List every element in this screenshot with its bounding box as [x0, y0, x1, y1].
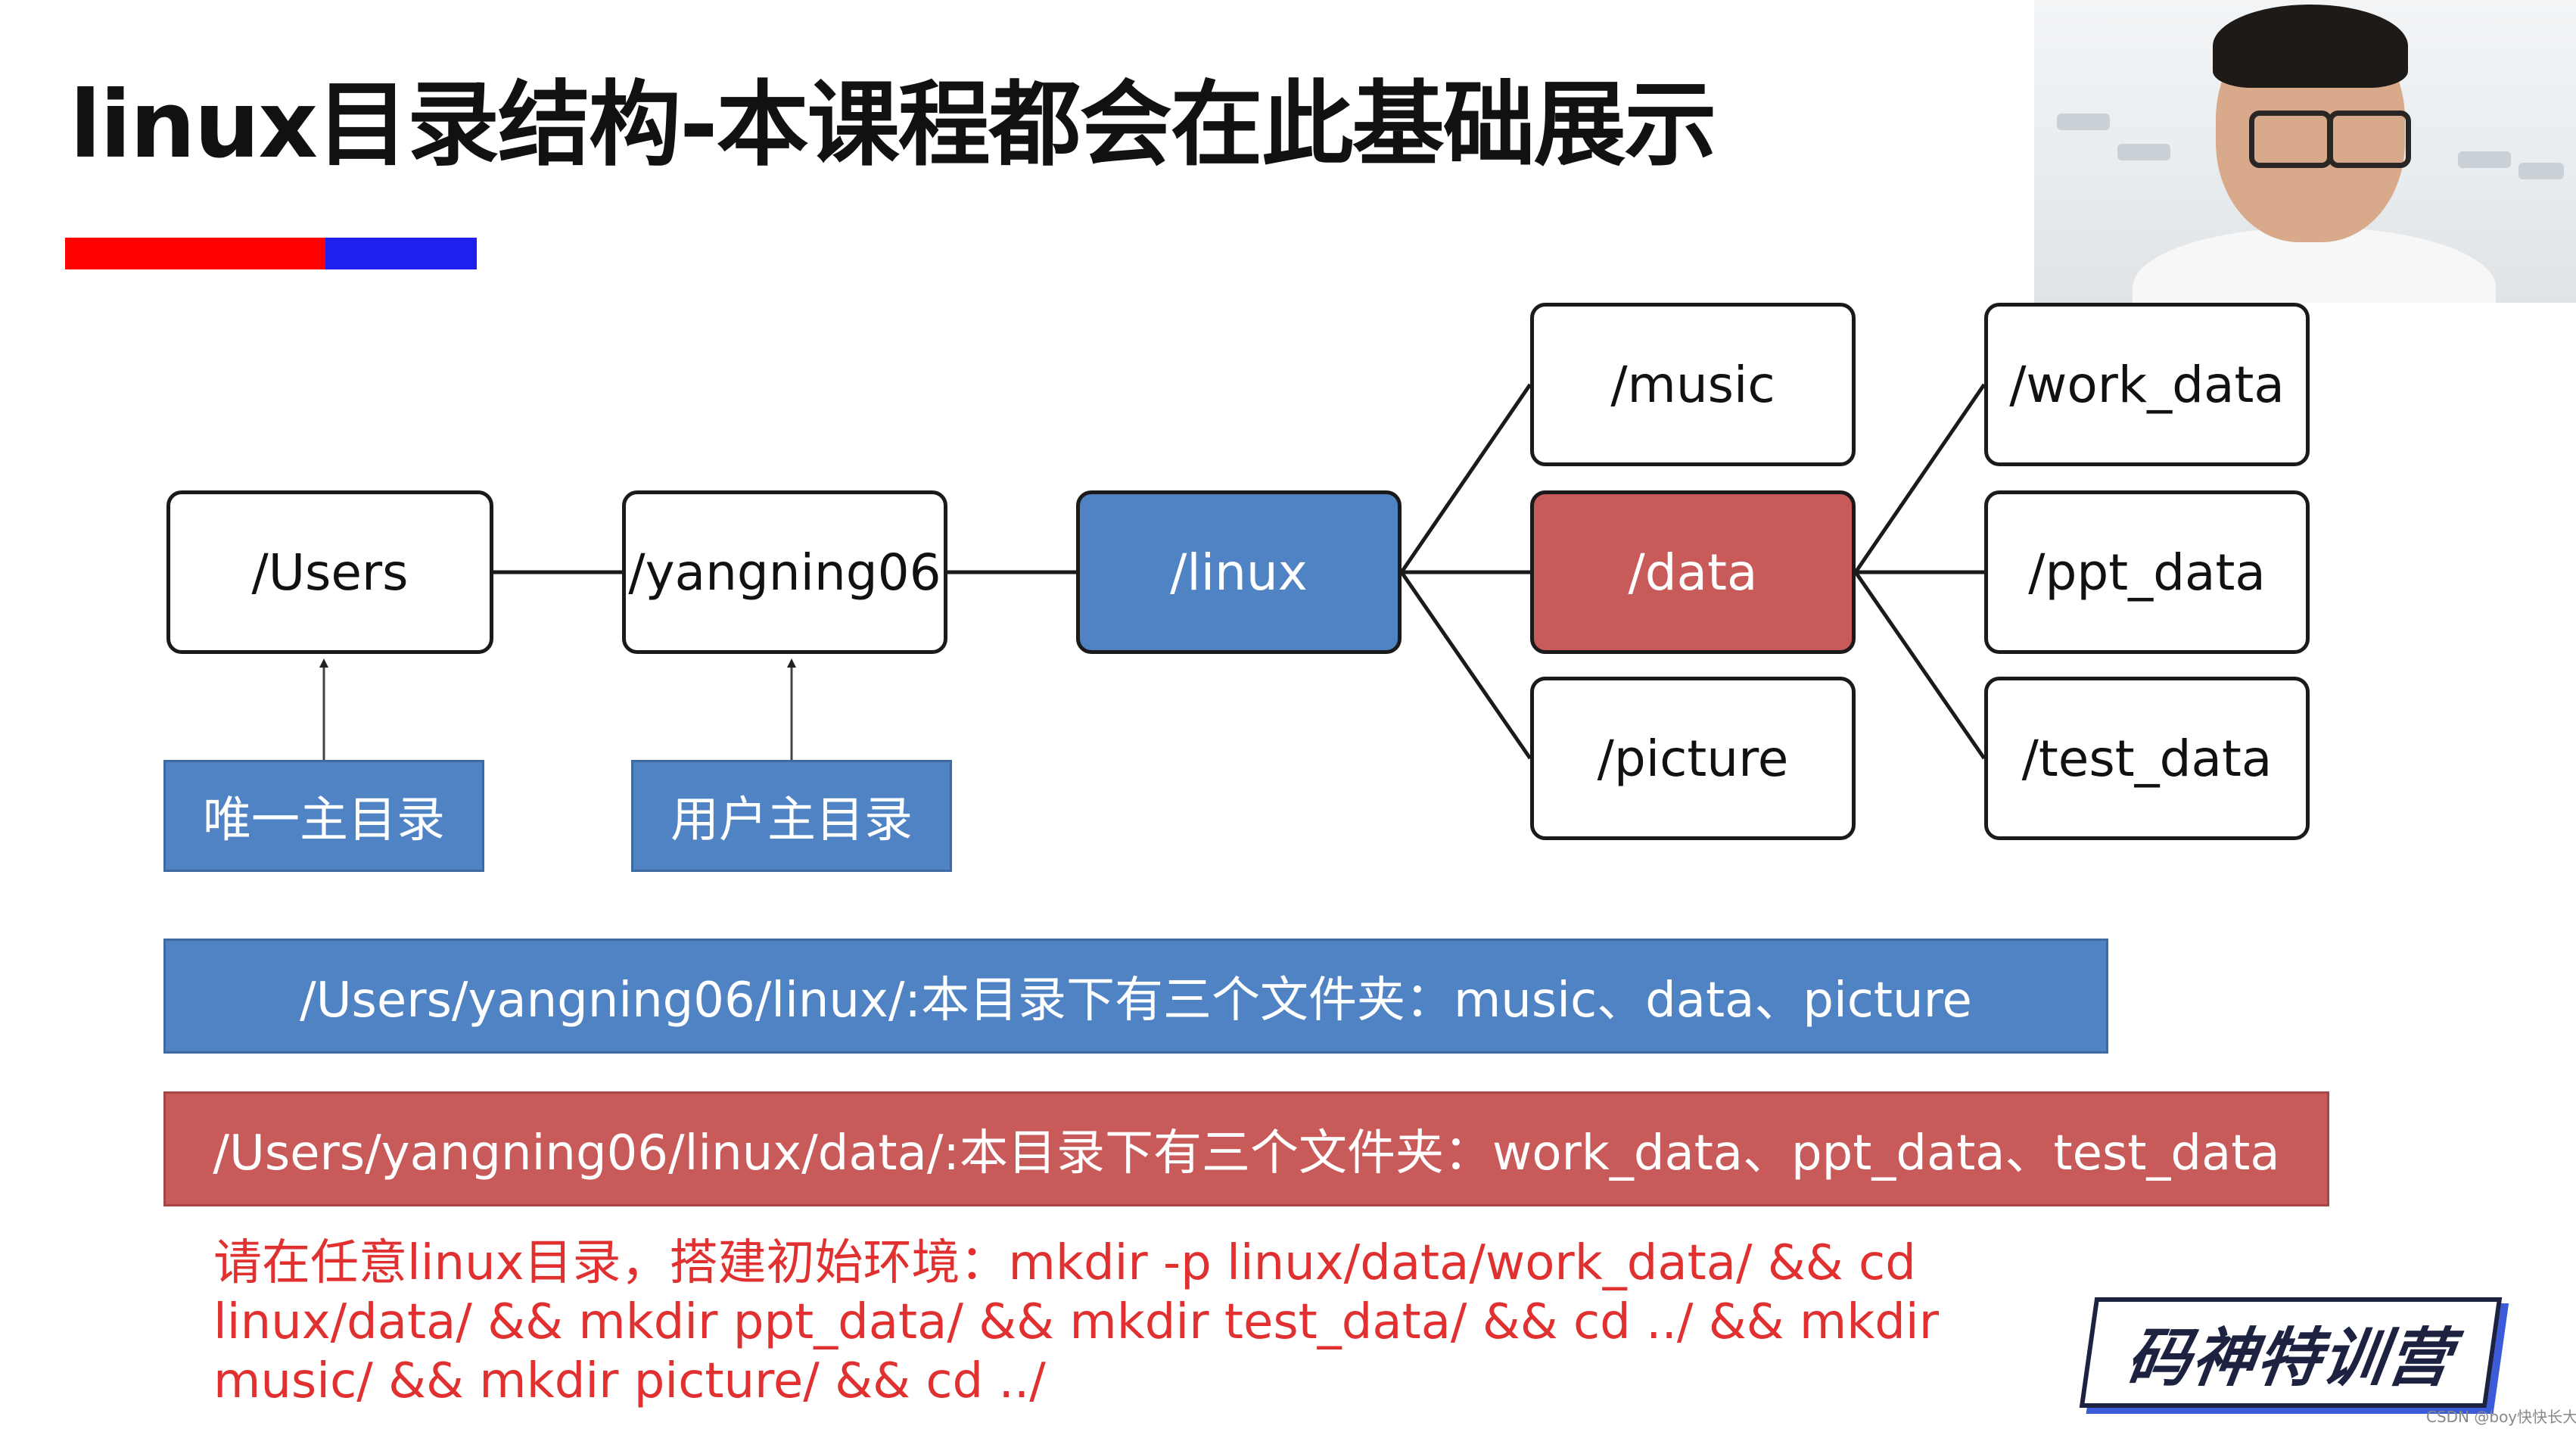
label-user-home: 用户主目录 [631, 760, 952, 872]
instruction-line-1: 请在任意linux目录，搭建初始环境：mkdir -p linux/data/w… [213, 1235, 1916, 1291]
node-picture: /picture [1530, 677, 1856, 840]
node-users: /Users [166, 490, 493, 654]
banner-data-dir: /Users/yangning06/linux/data/:本目录下有三个文件夹… [163, 1091, 2329, 1206]
page-title: linux目录结构-本课程都会在此基础展示 [70, 71, 1717, 179]
node-work-data: /work_data [1984, 303, 2310, 466]
node-test-data: /test_data [1984, 677, 2310, 840]
instruction-line-3: music/ && mkdir picture/ && cd ../ [213, 1353, 1046, 1409]
brand-logo: 码神特训营 [2079, 1297, 2503, 1408]
banner-linux-dir: /Users/yangning06/linux/:本目录下有三个文件夹：musi… [163, 939, 2108, 1054]
edge-linux-picture [1399, 571, 1532, 760]
edge-data-test-data [1853, 571, 1986, 760]
node-ppt-data: /ppt_data [1984, 490, 2310, 654]
node-data: /data [1530, 490, 1856, 654]
label-root-home: 唯一主目录 [163, 760, 484, 872]
node-linux: /linux [1076, 490, 1402, 654]
brand-logo-text: 码神特训营 [2122, 1320, 2458, 1395]
edge-data-work-data [1853, 383, 1986, 574]
setup-instruction: 请在任意linux目录，搭建初始环境：mkdir -p linux/data/w… [213, 1234, 2045, 1411]
presenter-hair [2213, 5, 2408, 88]
instruction-line-2: linux/data/ && mkdir ppt_data/ && mkdir … [213, 1294, 1939, 1350]
node-music: /music [1530, 303, 1856, 466]
watermark-credit: CSDN @boy快快长大 [2426, 1408, 2576, 1426]
accent-bar-blue [325, 238, 477, 269]
webcam-video [2034, 0, 2576, 303]
edge-linux-music [1399, 383, 1532, 574]
glasses-right [2328, 111, 2411, 168]
node-yangning06: /yangning06 [622, 490, 947, 654]
accent-bar-red [65, 238, 325, 269]
